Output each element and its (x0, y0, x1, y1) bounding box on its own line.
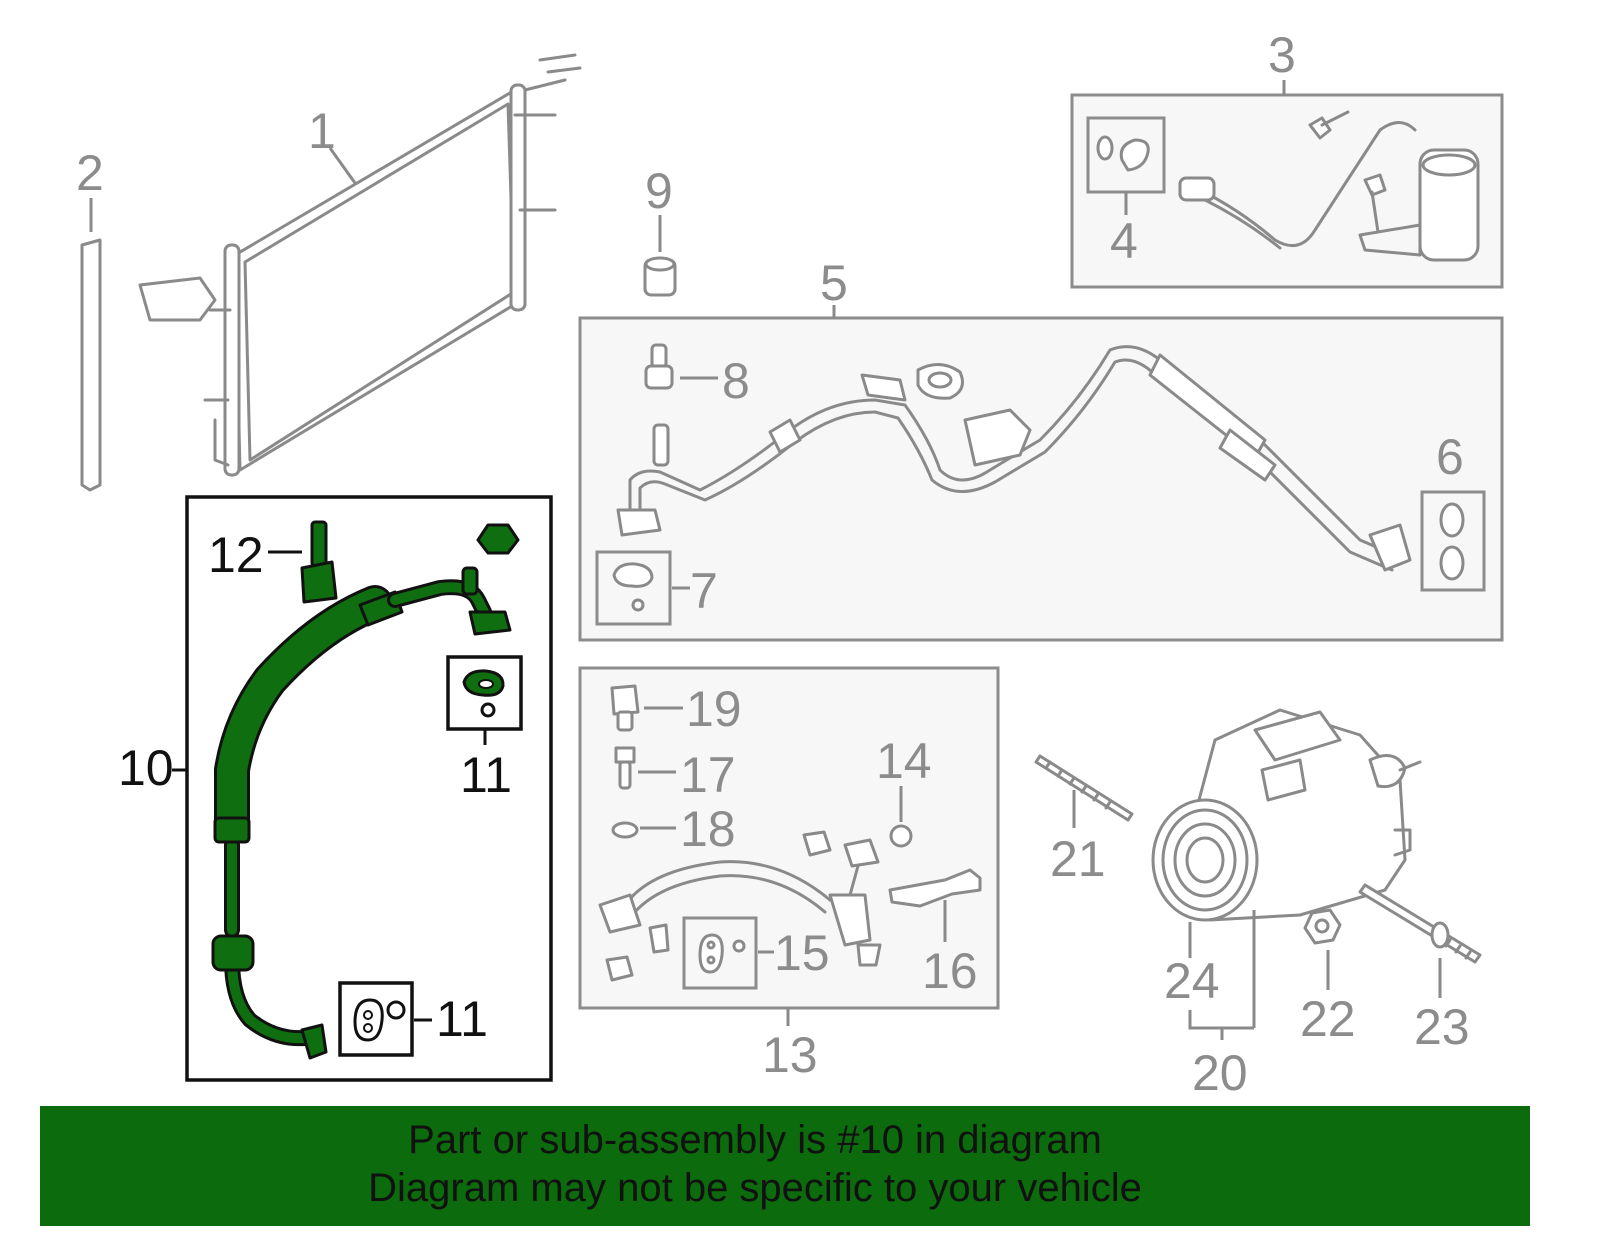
group-box-11-top (446, 655, 523, 731)
seal-kit-part-7[interactable] (612, 562, 654, 612)
callout-20: 20 (1192, 1045, 1248, 1101)
liquid-line-assembly[interactable] (598, 830, 882, 982)
callout-10: 10 (118, 740, 174, 796)
o-rings-part-6[interactable] (1439, 502, 1465, 581)
callout-22: 22 (1300, 991, 1356, 1047)
suction-line-assembly[interactable] (616, 345, 1412, 572)
valve-part-8[interactable] (644, 343, 674, 390)
callout-21: 21 (1050, 831, 1106, 887)
callout-11-top: 11 (460, 747, 512, 803)
ac-hose-part-10[interactable] (211, 566, 512, 1060)
bracket-part-16[interactable] (888, 868, 982, 908)
callout-11-bottom: 11 (436, 991, 488, 1047)
bracket-20 (1188, 1010, 1254, 1030)
nut-icon[interactable] (476, 523, 520, 555)
notice-line-2: Diagram may not be specific to your vehi… (368, 1166, 1142, 1210)
seal-kit-part-15[interactable] (698, 933, 746, 974)
callout-15: 15 (774, 925, 830, 981)
callout-3: 3 (1268, 27, 1296, 83)
callout-4: 4 (1110, 213, 1138, 269)
callout-16: 16 (922, 943, 978, 999)
o-ring-set-part-4[interactable] (1096, 135, 1150, 172)
notice-banner: Part or sub-assembly is #10 in diagram D… (40, 1106, 1530, 1226)
o-ring-part-14[interactable] (889, 824, 913, 848)
callout-18: 18 (680, 801, 736, 857)
nut-part-22[interactable] (1303, 908, 1342, 945)
valve-part-17[interactable] (614, 746, 636, 790)
cap-part-9[interactable] (643, 256, 677, 297)
callout-23: 23 (1414, 999, 1470, 1055)
seal-part-2[interactable] (80, 238, 102, 492)
callout-6: 6 (1436, 429, 1464, 485)
group-box-13 (578, 666, 1000, 1010)
callout-2: 2 (76, 145, 104, 201)
seal-kit-part-11-top[interactable] (462, 669, 505, 718)
condenser-part-1[interactable] (138, 53, 582, 477)
notice-line-1: Part or sub-assembly is #10 in diagram (408, 1118, 1102, 1162)
switch-part-19[interactable] (610, 684, 640, 732)
group-box-5 (578, 316, 1504, 642)
leader-1 (328, 147, 357, 184)
group-box-11-bottom (338, 981, 414, 1057)
stud-part-21[interactable] (1034, 754, 1134, 822)
callout-17: 17 (680, 747, 736, 803)
accumulator-line-assembly[interactable] (1178, 110, 1480, 262)
callout-13: 13 (762, 1027, 818, 1083)
callout-19: 19 (686, 681, 742, 737)
callout-7: 7 (690, 563, 718, 619)
callout-14: 14 (876, 733, 932, 789)
o-ring-part-18[interactable] (611, 821, 639, 839)
bolt-part-23[interactable] (1358, 883, 1482, 964)
compressor-part-24[interactable] (1151, 708, 1422, 922)
valve-part-12[interactable] (300, 520, 338, 604)
callout-9: 9 (645, 163, 673, 219)
seal-kit-part-11-bottom[interactable] (353, 998, 406, 1042)
callout-5: 5 (820, 255, 848, 311)
callout-12: 12 (208, 527, 264, 583)
callout-8: 8 (722, 353, 750, 409)
callout-24: 24 (1164, 953, 1220, 1009)
